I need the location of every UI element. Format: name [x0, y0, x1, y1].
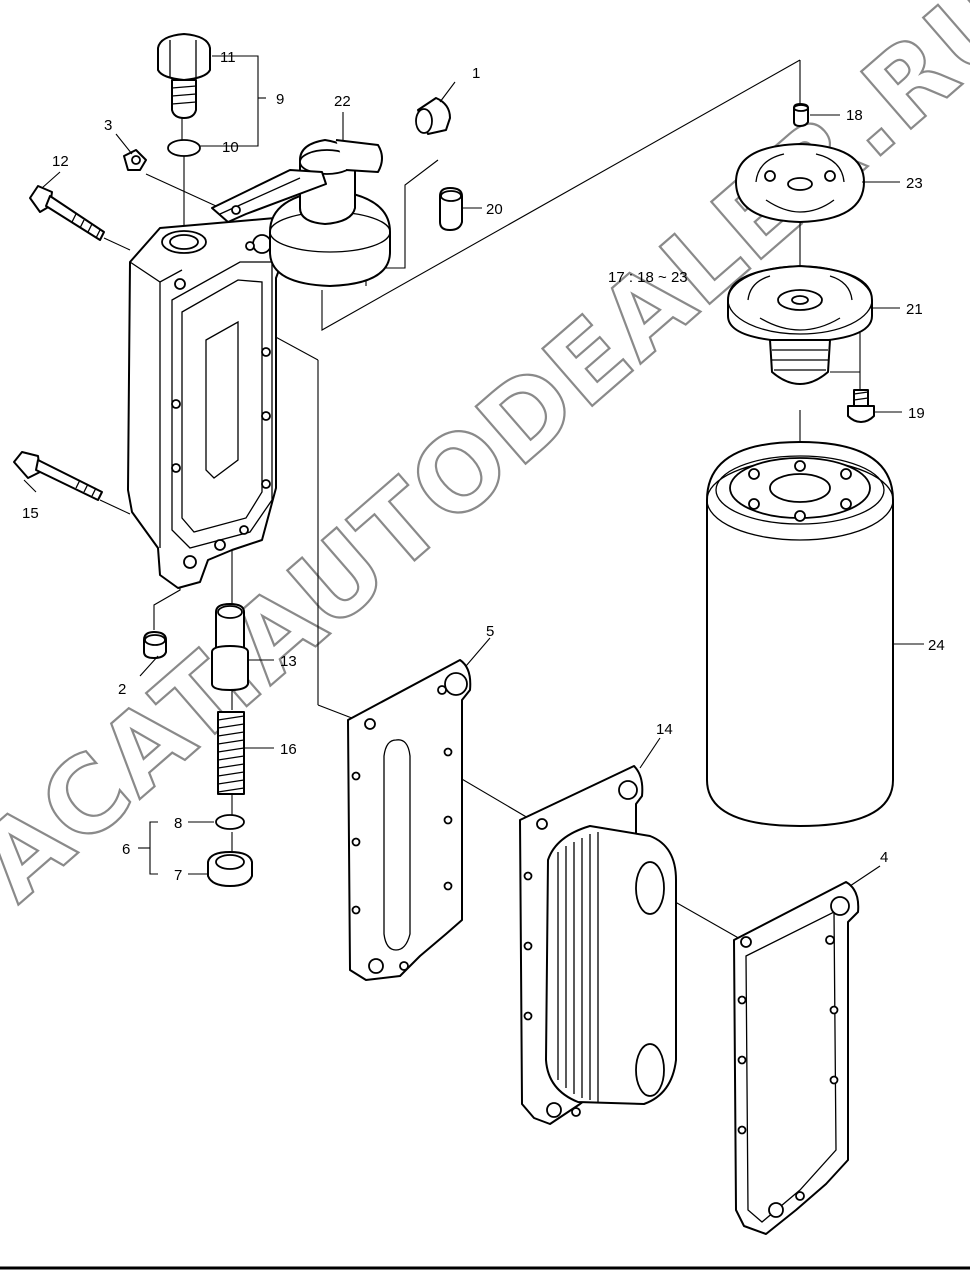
label-1: 1: [472, 65, 480, 82]
label-6: 6: [122, 841, 130, 858]
filter-cartridge-24: [706, 441, 894, 827]
label-20: 20: [486, 201, 503, 218]
label-5: 5: [486, 623, 494, 640]
label-7: 7: [174, 867, 182, 884]
bolt-12: [29, 185, 105, 241]
label-22: 22: [334, 93, 351, 110]
plug-2: [143, 631, 167, 659]
plug-1: [415, 97, 451, 135]
washer-10: [167, 139, 201, 157]
label-8: 8: [174, 815, 182, 832]
label-11: 11: [220, 49, 236, 66]
label-4: 4: [880, 849, 888, 866]
label-3: 3: [104, 117, 112, 134]
valve-13: [211, 603, 249, 691]
label-9: 9: [276, 91, 284, 108]
plate-23: [735, 143, 865, 223]
label-13: 13: [280, 653, 297, 670]
label-18: 18: [846, 107, 863, 124]
gasket-4: [733, 881, 860, 1235]
part-labels: 1 2 3 4 5 6 7 8 9 10 11 12 13 14 15 16 1…: [22, 49, 945, 884]
plug-3: [123, 149, 147, 171]
sleeve-18: [793, 103, 809, 127]
plug-7: [207, 851, 253, 887]
group-note: 17 : 18 ~ 23: [608, 269, 688, 286]
bolt-11: [157, 33, 211, 119]
label-16: 16: [280, 741, 297, 758]
label-15: 15: [22, 505, 39, 522]
label-23: 23: [906, 175, 923, 192]
label-2: 2: [118, 681, 126, 698]
gasket-5: [347, 659, 472, 981]
bolt-19: [847, 389, 875, 423]
label-leaders: [23, 55, 924, 887]
bolt-15: [13, 451, 103, 501]
filter-head-22: [211, 139, 391, 287]
label-10: 10: [222, 139, 239, 156]
label-21: 21: [906, 301, 923, 318]
o-ring-8: [215, 814, 245, 830]
label-19: 19: [908, 405, 925, 422]
plug-20: [439, 187, 463, 231]
cooler-element-14: [519, 765, 677, 1125]
label-24: 24: [928, 637, 945, 654]
label-14: 14: [656, 721, 673, 738]
cooler-housing: [127, 217, 287, 589]
filter-base-21: [727, 265, 873, 385]
label-12: 12: [52, 153, 69, 170]
spring-16: [217, 711, 245, 795]
